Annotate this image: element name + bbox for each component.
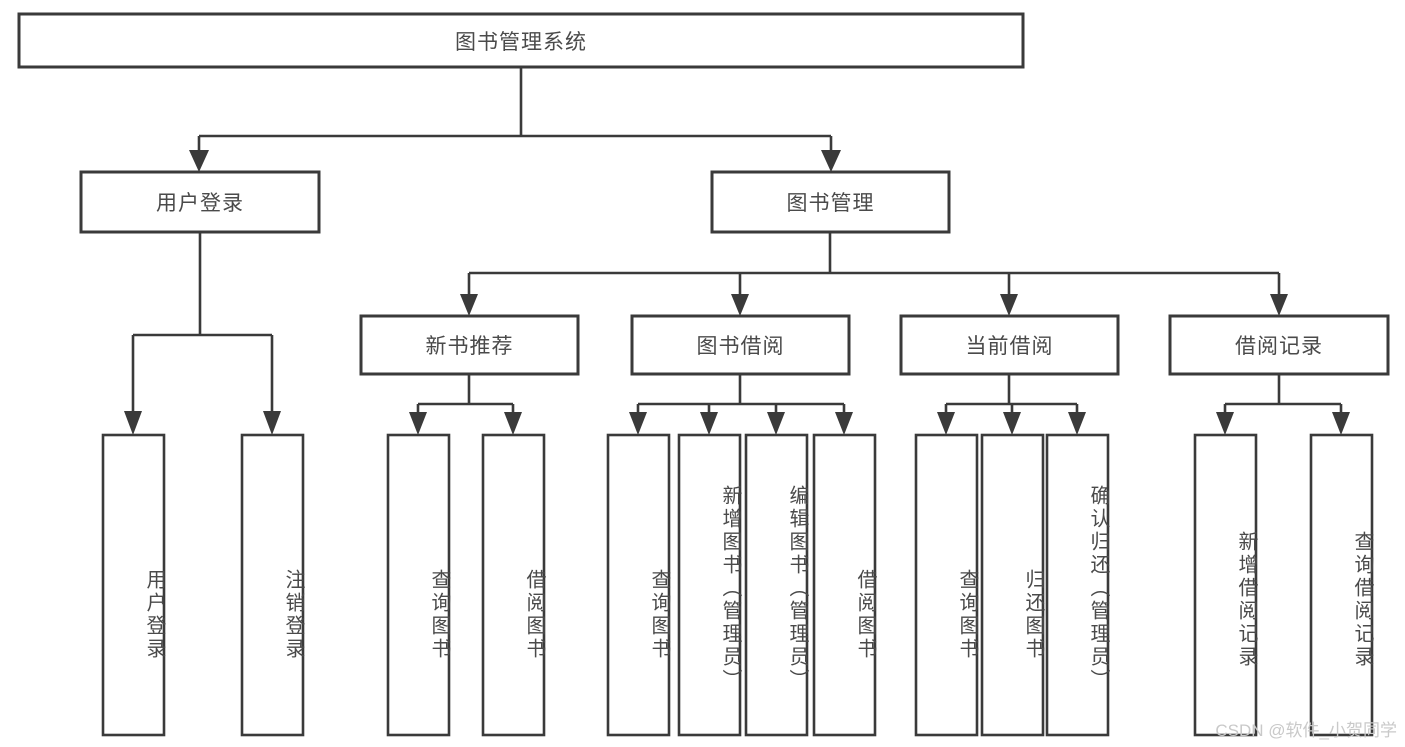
arrowhead-book-borrow <box>731 294 749 316</box>
node-leaf-query-book-1[interactable] <box>386 433 451 737</box>
node-leaf-query-book-3[interactable] <box>914 433 979 737</box>
node-leaf-query-record[interactable] <box>1309 433 1374 737</box>
arrowhead-user-login <box>189 150 209 172</box>
arrowhead-leaf-user-login <box>124 411 142 435</box>
arrowhead-current-borrow <box>1000 294 1018 316</box>
arrowhead-leaf-borrow-book-2 <box>835 412 853 435</box>
node-leaf-confirm-return[interactable] <box>1045 433 1110 737</box>
arrowhead-leaf-query-record <box>1332 412 1350 435</box>
node-new-book-recommend[interactable] <box>359 314 580 376</box>
node-current-borrow[interactable] <box>899 314 1120 376</box>
node-leaf-edit-book[interactable] <box>744 433 809 737</box>
arrowhead-borrow-record <box>1270 294 1288 316</box>
node-leaf-borrow-book-2[interactable] <box>812 433 877 737</box>
arrowhead-leaf-confirm-return <box>1068 412 1086 435</box>
arrowhead-leaf-borrow-book-1 <box>504 412 522 435</box>
node-leaf-query-book-2[interactable] <box>606 433 671 737</box>
arrowhead-leaf-return-book <box>1003 412 1021 435</box>
arrowhead-book-management <box>821 150 841 172</box>
arrowhead-leaf-logout <box>263 411 281 435</box>
arrowhead-leaf-query-book-3 <box>937 412 955 435</box>
arrowhead-leaf-query-book-2 <box>629 412 647 435</box>
node-borrow-record[interactable] <box>1168 314 1390 376</box>
arrowhead-leaf-edit-book <box>767 412 785 435</box>
node-leaf-borrow-book-1[interactable] <box>481 433 546 737</box>
node-leaf-add-record[interactable] <box>1193 433 1258 737</box>
node-root-book-management-system[interactable] <box>17 12 1025 69</box>
node-leaf-return-book[interactable] <box>980 433 1045 737</box>
node-book-management[interactable] <box>710 170 951 234</box>
node-leaf-user-login[interactable] <box>101 433 166 737</box>
node-user-login[interactable] <box>79 170 321 234</box>
arrowhead-leaf-add-book <box>700 412 718 435</box>
node-leaf-add-book[interactable] <box>677 433 742 737</box>
node-book-borrow[interactable] <box>630 314 851 376</box>
arrowhead-leaf-query-book-1 <box>409 412 427 435</box>
node-leaf-logout[interactable] <box>240 433 305 737</box>
arrowhead-leaf-add-record <box>1216 412 1234 435</box>
arrowhead-new-book <box>460 294 478 316</box>
